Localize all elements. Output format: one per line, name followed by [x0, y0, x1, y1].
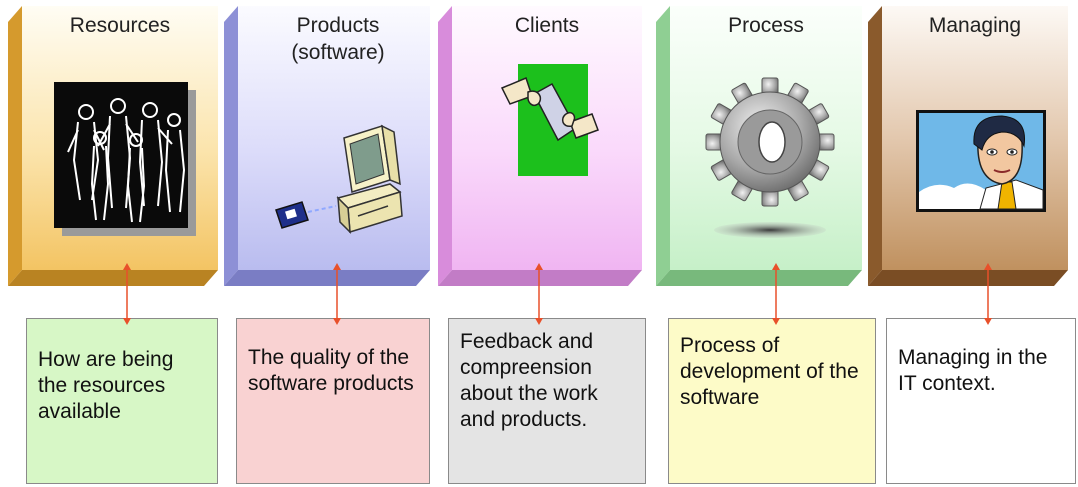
description-text-products: The quality of the software products	[248, 346, 414, 395]
connector-arrow-clients	[535, 263, 543, 325]
title-resources: Resources	[69, 14, 171, 37]
title-process: Process	[728, 14, 804, 37]
description-box-clients: Feedback and compreension about the work…	[448, 318, 646, 484]
connector-arrow-managing	[984, 263, 992, 325]
description-text-process: Process of development of the software	[680, 334, 859, 409]
description-text-managing: Managing in the IT context.	[898, 346, 1048, 395]
description-box-managing: Managing in the IT context.	[886, 318, 1076, 484]
description-text-clients: Feedback and compreension about the work…	[460, 330, 598, 431]
title-managing: Managing	[928, 14, 1022, 37]
connector-arrow-products	[333, 263, 341, 325]
description-box-resources: How are being the resources available	[26, 318, 218, 484]
gear-icon	[705, 77, 835, 238]
panel-products	[224, 6, 430, 286]
description-box-products: The quality of the software products	[236, 318, 430, 484]
handshake-icon	[500, 64, 599, 176]
connector-arrow-resources	[123, 263, 131, 325]
title-clients: Clients	[514, 14, 580, 37]
description-box-process: Process of development of the software	[668, 318, 876, 484]
manager-face-icon	[916, 110, 1046, 212]
title-products: Products (software)	[291, 14, 385, 64]
computer-icon	[275, 124, 403, 234]
people-group-icon	[54, 82, 196, 236]
description-text-resources: How are being the resources available	[38, 348, 174, 423]
connector-arrow-process	[772, 263, 780, 325]
